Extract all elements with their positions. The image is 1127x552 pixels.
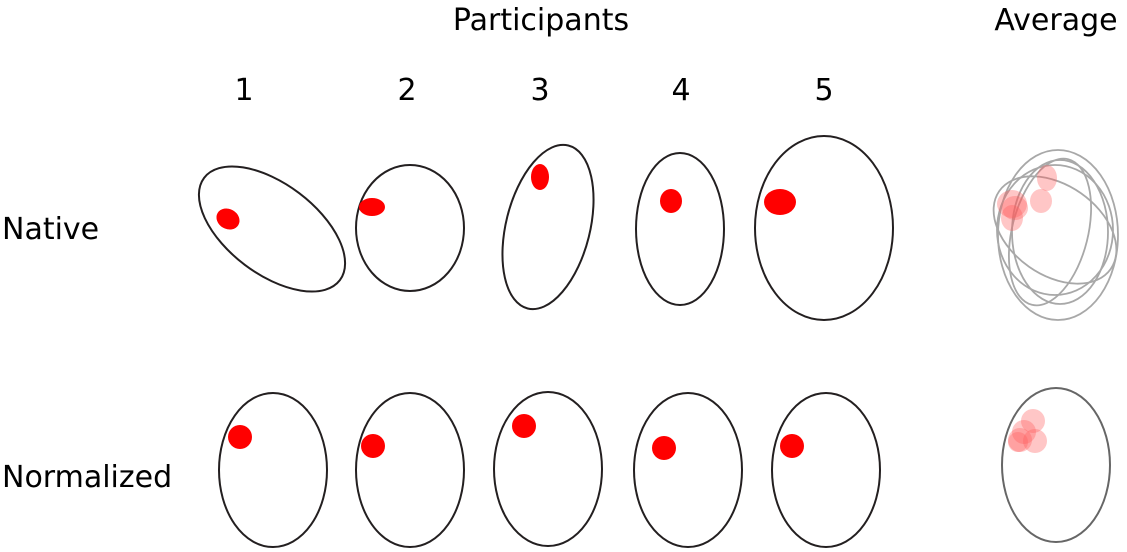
normalized-spot-4: [652, 436, 676, 460]
native-participant-2: [355, 164, 465, 292]
participant-5-label: 5: [814, 73, 833, 108]
native-average-outline-5: [997, 149, 1119, 321]
native-average-spot-4: [1030, 189, 1052, 213]
participants-heading: Participants: [453, 3, 629, 38]
native-outline-1: [197, 165, 347, 293]
native-average: [992, 149, 1119, 321]
participant-3-label: 3: [530, 73, 549, 108]
normalized-average: [1001, 387, 1111, 543]
native-outline-2: [355, 164, 465, 292]
participant-4-label: 4: [671, 73, 690, 108]
native-outline-3: [501, 143, 595, 311]
native-spot-3: [531, 164, 549, 190]
native-participant-1: [197, 165, 347, 293]
native-participant-3: [501, 143, 595, 311]
normalized-average-spot-1: [1008, 428, 1032, 452]
native-row-label: Native: [2, 212, 99, 247]
normalized-outline-2: [355, 392, 465, 548]
average-heading: Average: [994, 3, 1117, 38]
normalized-average-spot-3: [1023, 429, 1047, 453]
participant-1-label: 1: [234, 73, 253, 108]
native-average-spot-2: [997, 190, 1027, 218]
native-participant-5: [754, 135, 894, 321]
normalized-spot-2: [361, 434, 385, 458]
normalized-participant-5: [771, 392, 881, 548]
native-outline-4: [635, 152, 725, 306]
normalized-outline-1: [218, 392, 328, 548]
native-average-spot-1: [1001, 205, 1023, 231]
normalized-average-outline: [1001, 387, 1111, 543]
normalized-participant-1: [218, 392, 328, 548]
normalized-average-spot-5: [1008, 432, 1028, 452]
native-average-outline-2: [996, 164, 1114, 296]
native-outline-5: [754, 135, 894, 321]
native-average-spot-5: [1002, 196, 1028, 220]
normalized-participant-4: [633, 392, 743, 548]
normalized-participant-3: [493, 391, 603, 547]
normalized-participant-2: [355, 392, 465, 548]
normalized-spot-5: [780, 434, 804, 458]
normalized-average-spot-2: [1021, 409, 1045, 433]
native-average-spot-3: [1037, 165, 1057, 191]
native-spot-5: [764, 189, 796, 215]
native-spot-4: [660, 189, 682, 213]
normalized-outline-4: [633, 392, 743, 548]
native-spot-1: [216, 208, 240, 230]
normalized-outline-5: [771, 392, 881, 548]
normalized-spot-3: [512, 414, 536, 438]
native-average-outline-1: [992, 175, 1118, 285]
normalized-spot-1: [228, 425, 252, 449]
normalized-average-spot-4: [1012, 420, 1036, 444]
native-participant-4: [635, 152, 725, 306]
participant-2-label: 2: [397, 73, 416, 108]
native-average-outline-4: [1011, 159, 1109, 305]
normalized-outline-3: [493, 391, 603, 547]
normalized-row-label: Normalized: [2, 460, 172, 495]
native-spot-2: [359, 198, 385, 216]
